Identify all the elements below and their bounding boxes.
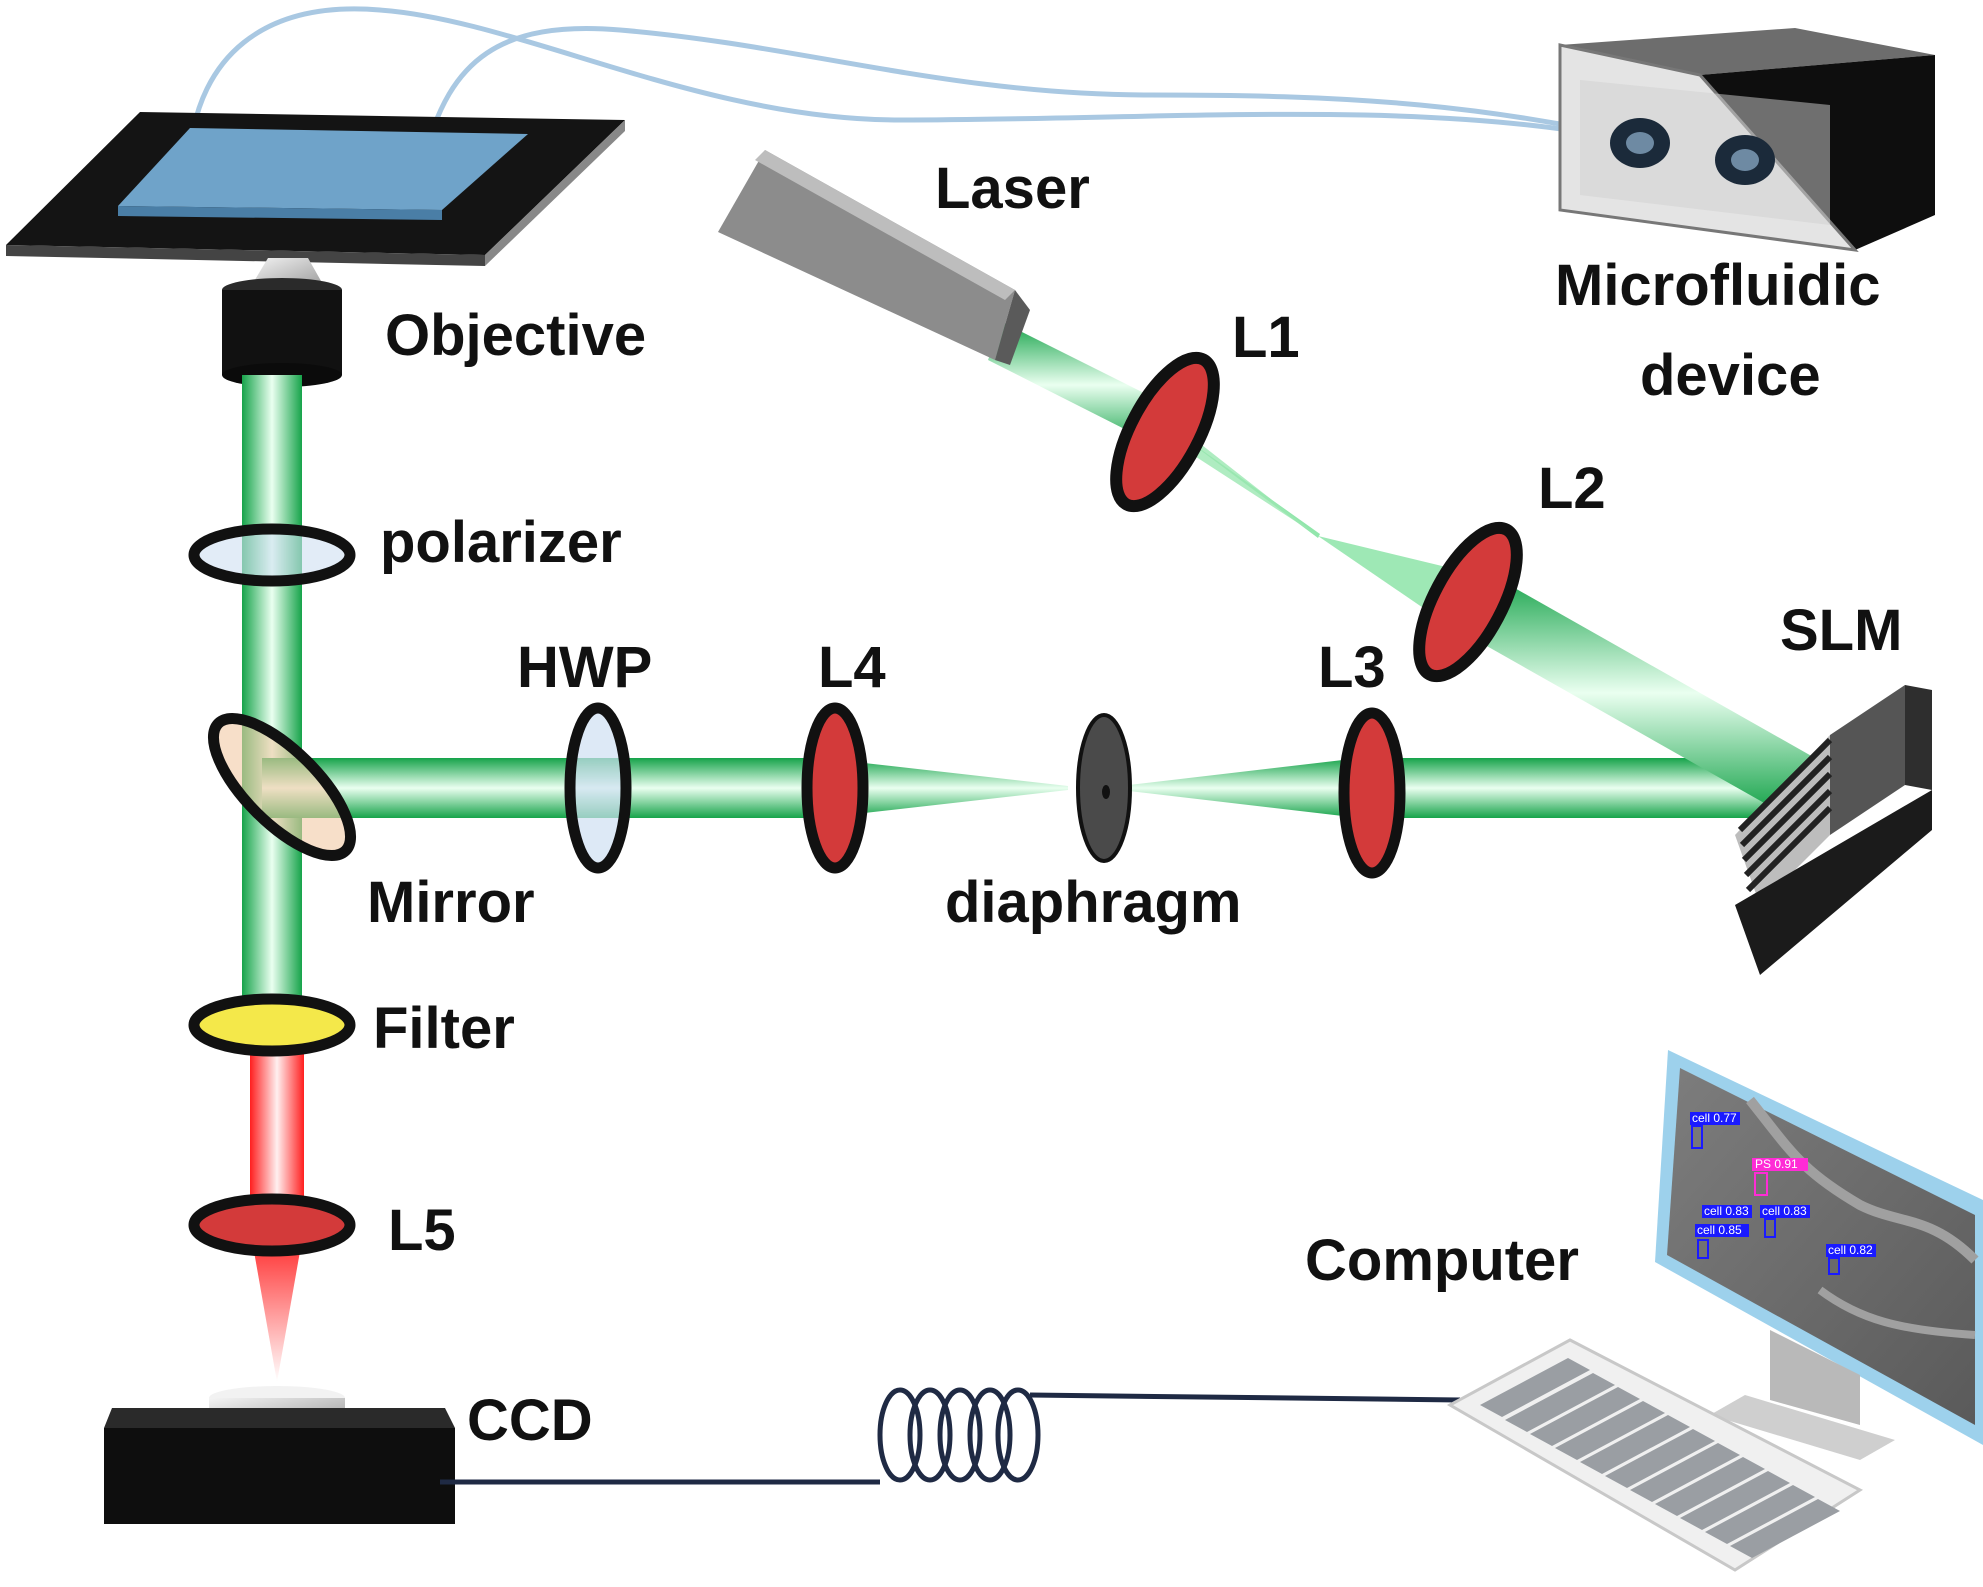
label-microfluidic: Microfluidic bbox=[1555, 253, 1880, 318]
beam-focus-l4 bbox=[820, 758, 1068, 818]
labels: Laser Microfluidic device Objective L1 L… bbox=[367, 156, 1902, 1453]
label-device: device bbox=[1640, 343, 1821, 408]
lens-l3 bbox=[1338, 707, 1406, 879]
beam-horizontal-left bbox=[262, 758, 820, 818]
half-wave-plate bbox=[564, 702, 632, 874]
detection-label: cell 0.85 bbox=[1697, 1223, 1742, 1237]
detection-label: cell 0.83 bbox=[1704, 1204, 1749, 1218]
screen-detections: cell 0.77 PS 0.91 cell 0.83 cell 0.83 ce… bbox=[1690, 1111, 1876, 1275]
detection-box: cell 0.85 bbox=[1695, 1223, 1749, 1259]
detection-box: cell 0.77 bbox=[1690, 1111, 1740, 1149]
microfluidic-tubing bbox=[187, 6, 1721, 163]
polarizer bbox=[188, 523, 356, 587]
label-l3: L3 bbox=[1318, 635, 1386, 700]
microfluidic-pump bbox=[1558, 28, 1935, 253]
label-l1: L1 bbox=[1232, 305, 1300, 370]
label-l5: L5 bbox=[388, 1198, 456, 1263]
lens-l4 bbox=[801, 702, 869, 874]
detection-box: cell 0.83 bbox=[1702, 1204, 1752, 1218]
label-filter: Filter bbox=[373, 996, 515, 1061]
laser-source bbox=[718, 150, 1030, 365]
beam-expand-l3 bbox=[1120, 758, 1360, 818]
filter bbox=[188, 993, 356, 1057]
label-ccd: CCD bbox=[467, 1388, 593, 1453]
detection-label: cell 0.82 bbox=[1828, 1243, 1873, 1257]
label-objective: Objective bbox=[385, 303, 646, 368]
slm-device bbox=[1735, 685, 1932, 975]
detection-label: cell 0.77 bbox=[1692, 1111, 1737, 1125]
keyboard bbox=[1446, 1338, 1863, 1572]
lens-l2 bbox=[1413, 521, 1523, 683]
label-laser: Laser bbox=[935, 156, 1090, 221]
detection-box: cell 0.82 bbox=[1826, 1243, 1876, 1275]
label-diaphragm: diaphragm bbox=[945, 870, 1242, 935]
label-polarizer: polarizer bbox=[380, 510, 622, 575]
mirror bbox=[207, 712, 357, 862]
label-l4: L4 bbox=[818, 635, 886, 700]
label-hwp: HWP bbox=[517, 635, 652, 700]
label-computer: Computer bbox=[1305, 1228, 1579, 1293]
keyboard-keys bbox=[1480, 1358, 1840, 1558]
objective-lens bbox=[222, 258, 342, 387]
beam-red-cone bbox=[252, 1240, 302, 1382]
detection-label: cell 0.83 bbox=[1762, 1204, 1807, 1218]
lens-l5 bbox=[188, 1193, 356, 1257]
lens-l1 bbox=[1110, 351, 1220, 513]
label-slm: SLM bbox=[1780, 598, 1902, 663]
label-mirror: Mirror bbox=[367, 870, 535, 935]
ccd-camera bbox=[104, 1386, 455, 1524]
data-cable bbox=[440, 1387, 1461, 1485]
sample-stage bbox=[6, 112, 625, 266]
computer-monitor bbox=[1655, 1050, 1983, 1460]
detection-label: PS 0.91 bbox=[1755, 1157, 1798, 1171]
detection-box: PS 0.91 bbox=[1752, 1157, 1808, 1196]
diaphragm-aperture bbox=[1076, 713, 1132, 863]
beam-vertical-upper bbox=[242, 375, 302, 1025]
detection-box: cell 0.83 bbox=[1760, 1204, 1810, 1238]
label-l2: L2 bbox=[1538, 456, 1606, 521]
